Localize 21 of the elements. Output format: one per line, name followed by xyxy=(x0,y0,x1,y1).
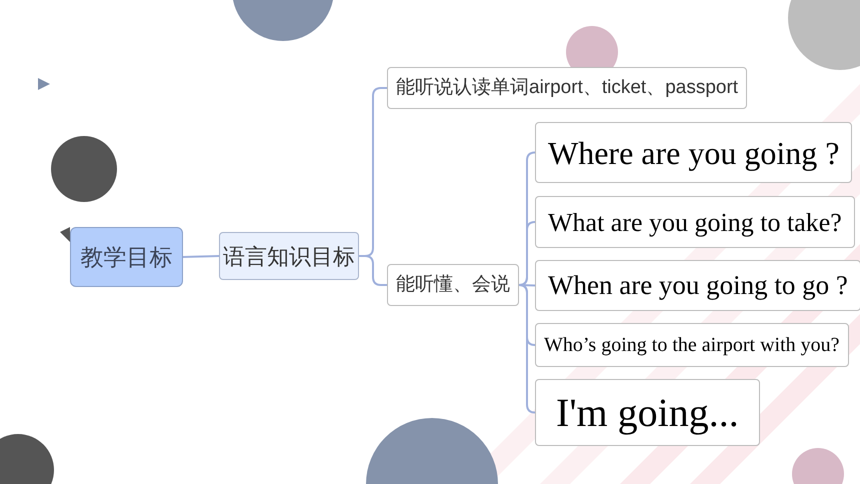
topic-box xyxy=(535,323,849,367)
branch-line xyxy=(518,284,536,286)
topic-box xyxy=(535,260,860,311)
topic-text: 能听说认读单词airport、ticket、passport xyxy=(396,76,738,100)
topic-box xyxy=(70,227,183,287)
topic-box xyxy=(535,196,855,248)
topic-text: When are you going to go ? xyxy=(548,269,848,302)
topic-box xyxy=(387,67,748,109)
topic-text: 能听懂、会说 xyxy=(396,272,510,297)
topic-text: 语言知识目标 xyxy=(223,242,355,270)
topic-text: What are you going to take? xyxy=(548,206,842,239)
topic-box xyxy=(219,232,359,280)
topic-text: Where are you going ? xyxy=(548,134,840,173)
topic-text: I'm going... xyxy=(556,388,739,437)
topic-box xyxy=(535,379,760,446)
branch-line xyxy=(518,284,536,414)
topic-text: 教学目标 xyxy=(80,242,172,272)
topic-box xyxy=(535,122,852,183)
branch-line xyxy=(182,255,220,258)
topic-box xyxy=(387,264,519,306)
topic-text: Who’s going to the airport with you? xyxy=(544,333,840,358)
